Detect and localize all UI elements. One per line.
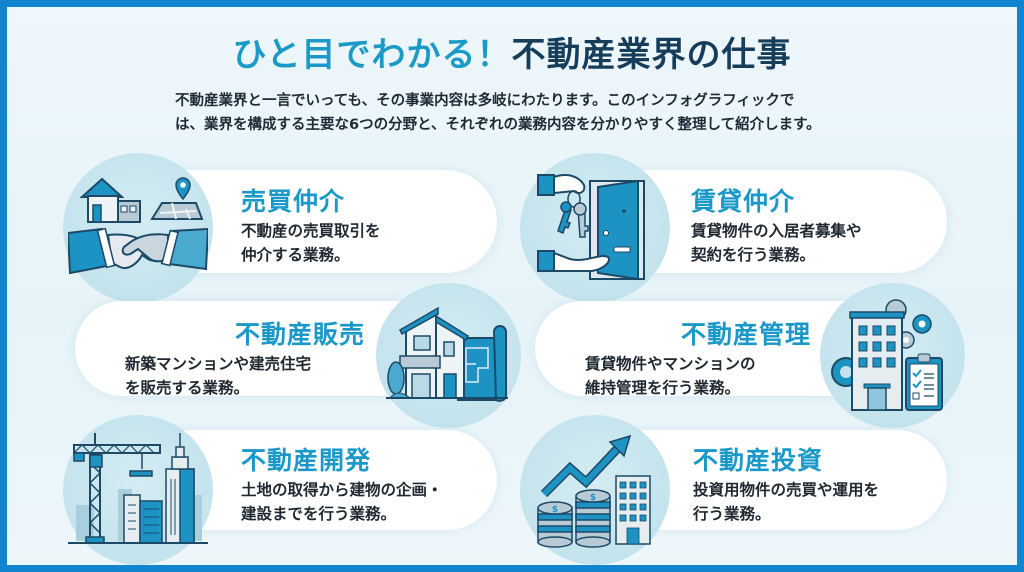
card-desc-line-1: 賃貸物件やマンションの [585,355,756,373]
card-investment: 不動産投資 投資用物件の売買や運用を 行う業務。 [693,444,879,526]
card-desc-line-2: 建設までを行う業務。 [241,505,397,523]
handshake-house-map-icon [63,153,213,303]
infographic-frame: ひと目でわかる！不動産業界の仕事 不動産業界と一言でいっても、その事業内容は多岐… [7,7,1017,565]
card-desc-line-1: 新築マンションや建売住宅 [125,355,312,373]
building-gears-clipboard-icon [820,283,965,428]
card-title: 不動産投資 [693,446,824,475]
card-development: 不動産開発 土地の取得から建物の企画・ 建設までを行う業務。 [241,444,443,526]
card-desc-line-2: 維持管理を行う業務。 [585,379,741,397]
card-title: 売買仲介 [241,187,346,216]
intro-line-1: 不動産業界と一言でいっても、その事業内容は多岐にわたります。このインフォグラフィ… [175,93,795,109]
intro-line-2: は、業界を構成する主要な6つの分野と、それぞれの業務内容を分かりやすく整理して紹… [175,117,821,133]
card-property-management: 不動産管理 賃貸物件やマンションの 維持管理を行う業務。 [585,318,811,400]
title-main: 不動産業界の仕事 [511,35,792,75]
intro-text: 不動産業界と一言でいっても、その事業内容は多岐にわたります。このインフォグラフィ… [175,89,875,137]
key-door-icon [520,153,670,303]
card-desc-line-1: 不動産の売買取引を [241,222,381,240]
card-desc-line-2: 仲介する業務。 [241,246,350,264]
card-desc-line-2: 契約を行う業務。 [691,246,816,264]
card-title: 不動産開発 [241,446,372,475]
card-property-sales: 不動産販売 新築マンションや建売住宅 を販売する業務。 [125,318,365,400]
card-title: 賃貸仲介 [691,187,796,216]
card-title: 不動産販売 [234,320,365,349]
card-desc-line-1: 土地の取得から建物の企画・ [241,481,443,499]
card-desc-line-1: 投資用物件の売買や運用を [693,481,880,499]
page-title: ひと目でわかる！不動産業界の仕事 [7,33,1017,77]
card-desc-line-2: 行う業務。 [693,505,771,523]
svg-text:$: $ [590,493,596,503]
coins-growth-building-icon: $ $ [520,415,670,565]
card-rental-brokerage: 賃貸仲介 賃貸物件の入居者募集や 契約を行う業務。 [691,185,862,267]
card-title: 不動産管理 [680,320,811,349]
house-blueprint-icon [376,283,521,428]
card-sales-brokerage: 売買仲介 不動産の売買取引を 仲介する業務。 [241,185,381,267]
crane-skyscraper-icon [63,415,213,565]
title-accent: ひと目でわかる！ [232,35,512,75]
svg-text:$: $ [552,505,558,515]
card-desc-line-2: を販売する業務。 [125,379,250,397]
card-desc-line-1: 賃貸物件の入居者募集や [691,222,862,240]
